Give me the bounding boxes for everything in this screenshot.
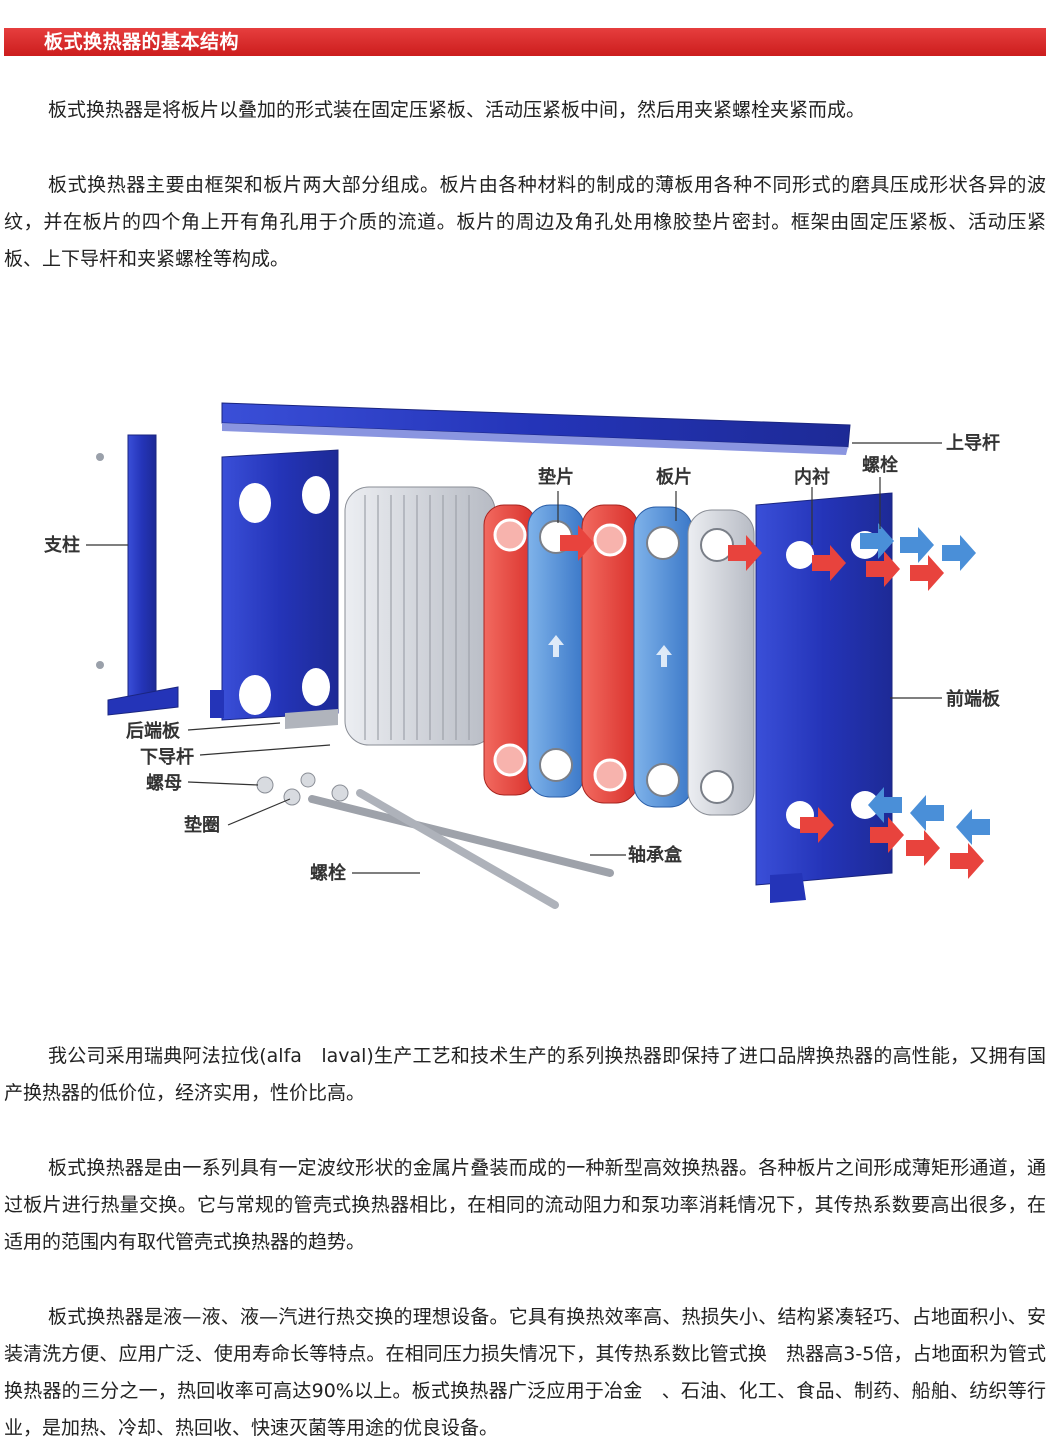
hot-plate: [483, 504, 537, 796]
label-bearing-box: 轴承盒: [628, 844, 683, 866]
label-rear-plate: 后端板: [126, 720, 181, 742]
label-plate: 板片: [656, 466, 692, 488]
label-upper-guide: 上导杆: [946, 432, 1000, 454]
section-header-bar: 板式换热器的基本结构: [4, 28, 1046, 56]
plate-stack: [344, 486, 496, 746]
hot-plate: [581, 504, 639, 804]
label-liner: 内衬: [794, 466, 830, 488]
label-column: 支柱: [43, 534, 80, 556]
column-post: [96, 434, 179, 716]
cold-plate: [527, 504, 585, 798]
label-bolt-top: 螺栓: [862, 454, 898, 476]
paragraph-intro: 板式换热器是将板片以叠加的形式装在固定压紧板、活动压紧板中间，然后用夹紧螺栓夹紧…: [48, 99, 866, 121]
tie-bolts: [256, 772, 614, 909]
paragraph-company: 我公司采用瑞典阿法拉伐(alfa laval)生产工艺和技术生产的系列换热器即保…: [4, 1045, 1046, 1104]
rear-end-plate: [210, 449, 339, 729]
label-bolt: 螺栓: [310, 862, 346, 884]
section-title: 板式换热器的基本结构: [44, 31, 240, 53]
label-front-plate: 前端板: [946, 688, 1001, 710]
cold-flow-arrows: [860, 523, 990, 845]
label-washer: 垫圈: [184, 814, 220, 836]
label-lower-guide: 下导杆: [140, 746, 194, 768]
front-end-plate: [755, 492, 893, 903]
paragraph-composition: 板式换热器主要由框架和板片两大部分组成。板片由各种材料的制成的薄板用各种不同形式…: [4, 174, 1046, 270]
paragraph-applications: 板式换热器是液—液、液—汽进行热交换的理想设备。它具有换热效率高、热损失小、结构…: [4, 1306, 1046, 1439]
paragraph-principle: 板式换热器是由一系列具有一定波纹形状的金属片叠装而成的一种新型高效换热器。各种板…: [4, 1157, 1046, 1253]
leader-lines: [86, 442, 942, 874]
upper-guide-bar: [221, 402, 851, 455]
label-gasket: 垫片: [538, 466, 574, 488]
hot-flow-arrows: [560, 525, 984, 879]
label-nut: 螺母: [146, 773, 182, 794]
heat-exchanger-diagram: 上导杆 垫片 板片 内衬 螺栓 支柱 前端板 后端板 下导杆 螺母 垫圈 螺栓 …: [43, 402, 1001, 909]
cold-plate: [633, 506, 693, 808]
